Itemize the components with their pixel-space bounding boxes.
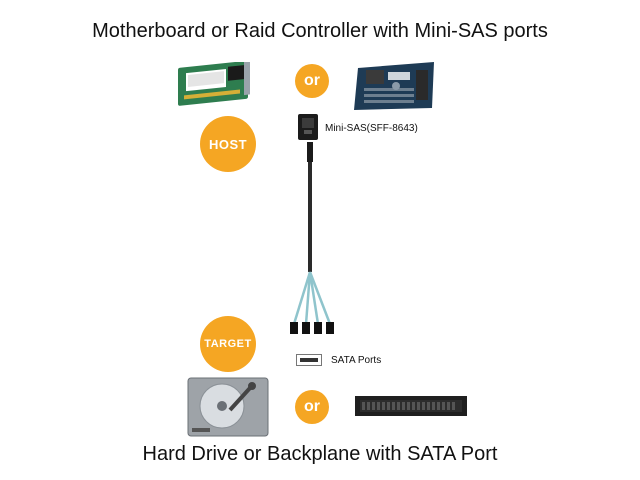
hard-drive-image	[186, 376, 270, 438]
sata-ports-label: SATA Ports	[331, 355, 382, 366]
breakout-cable	[280, 142, 360, 342]
raid-controller-image	[178, 62, 256, 114]
or-badge-bottom: or	[295, 390, 329, 424]
mini-sas-connector	[297, 112, 319, 142]
host-badge: HOST	[200, 116, 256, 172]
footer-title: Hard Drive or Backplane with SATA Port	[142, 443, 498, 465]
target-badge: TARGET	[200, 316, 256, 372]
or-badge-top: or	[295, 64, 329, 98]
page-title: Motherboard or Raid Controller with Mini…	[92, 20, 548, 42]
motherboard-image	[352, 60, 438, 112]
sata-port-icon	[296, 354, 322, 366]
mini-sas-label: Mini-SAS(SFF-8643)	[325, 123, 418, 134]
backplane-image	[354, 394, 468, 418]
